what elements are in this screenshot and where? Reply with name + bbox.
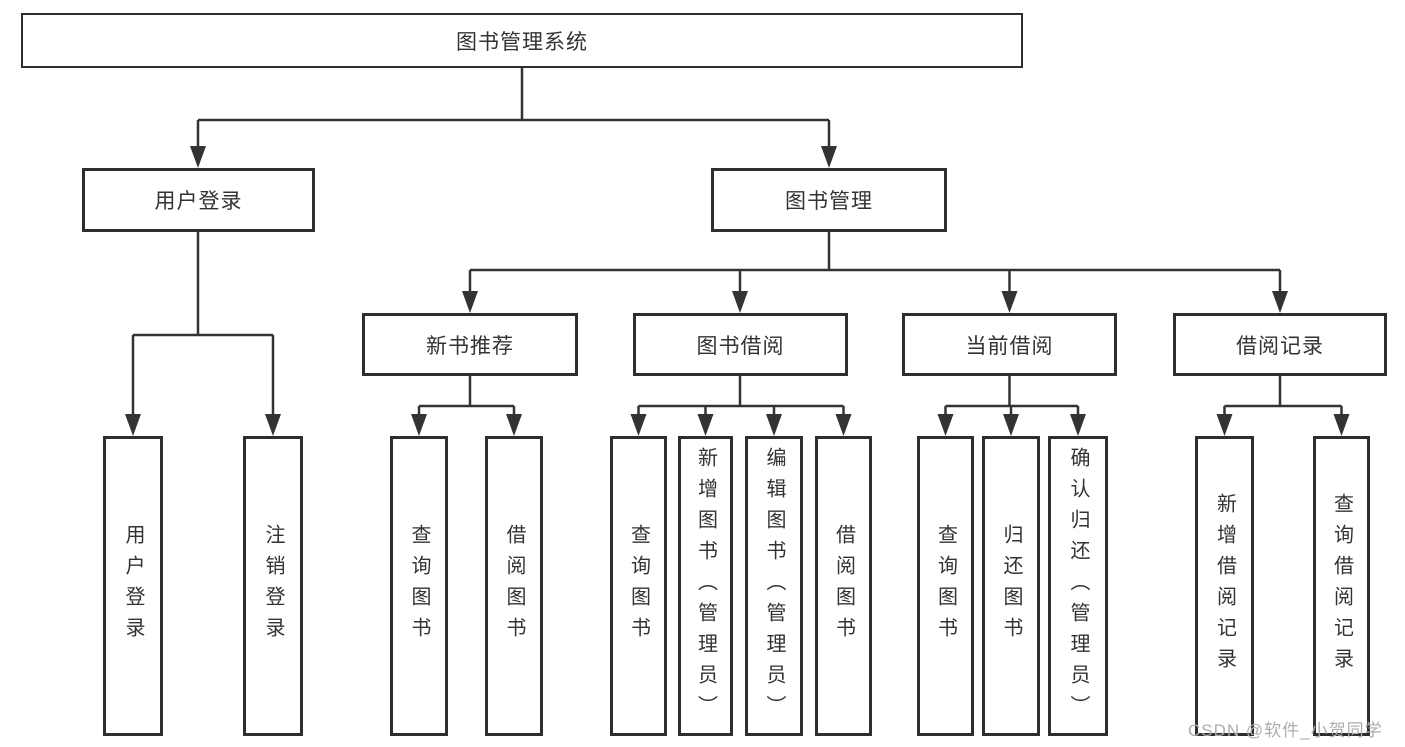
leaf-cb-query-books: 查询图书 — [917, 436, 974, 736]
csdn-watermark: CSDN @软件_小贺同学 — [1188, 721, 1383, 740]
node-borrowing-records: 借阅记录 — [1173, 313, 1387, 376]
node-library-system: 图书管理系统 — [21, 13, 1023, 68]
node-new-book-recommend: 新书推荐 — [362, 313, 578, 376]
node-user-login: 用户登录 — [82, 168, 315, 232]
node-current-borrowing: 当前借阅 — [902, 313, 1117, 376]
leaf-logout: 注销登录 — [243, 436, 303, 736]
node-book-management: 图书管理 — [711, 168, 947, 232]
arrowheads — [125, 146, 1350, 436]
node-book-borrowing: 图书借阅 — [633, 313, 848, 376]
leaf-user-login: 用户登录 — [103, 436, 163, 736]
leaf-rec-add-record: 新增借阅记录 — [1195, 436, 1254, 736]
leaf-cb-confirm-return-admin: 确认归还（管理员） — [1048, 436, 1108, 736]
leaf-bb-add-books-admin: 新增图书（管理员） — [678, 436, 733, 736]
leaf-nb-query-books: 查询图书 — [390, 436, 448, 736]
leaf-bb-borrow-books: 借阅图书 — [815, 436, 872, 736]
leaf-cb-return-books: 归还图书 — [982, 436, 1040, 736]
leaf-bb-edit-books-admin: 编辑图书（管理员） — [745, 436, 803, 736]
leaf-rec-query-record: 查询借阅记录 — [1313, 436, 1370, 736]
leaf-nb-borrow-books: 借阅图书 — [485, 436, 543, 736]
leaf-bb-query-books: 查询图书 — [610, 436, 667, 736]
